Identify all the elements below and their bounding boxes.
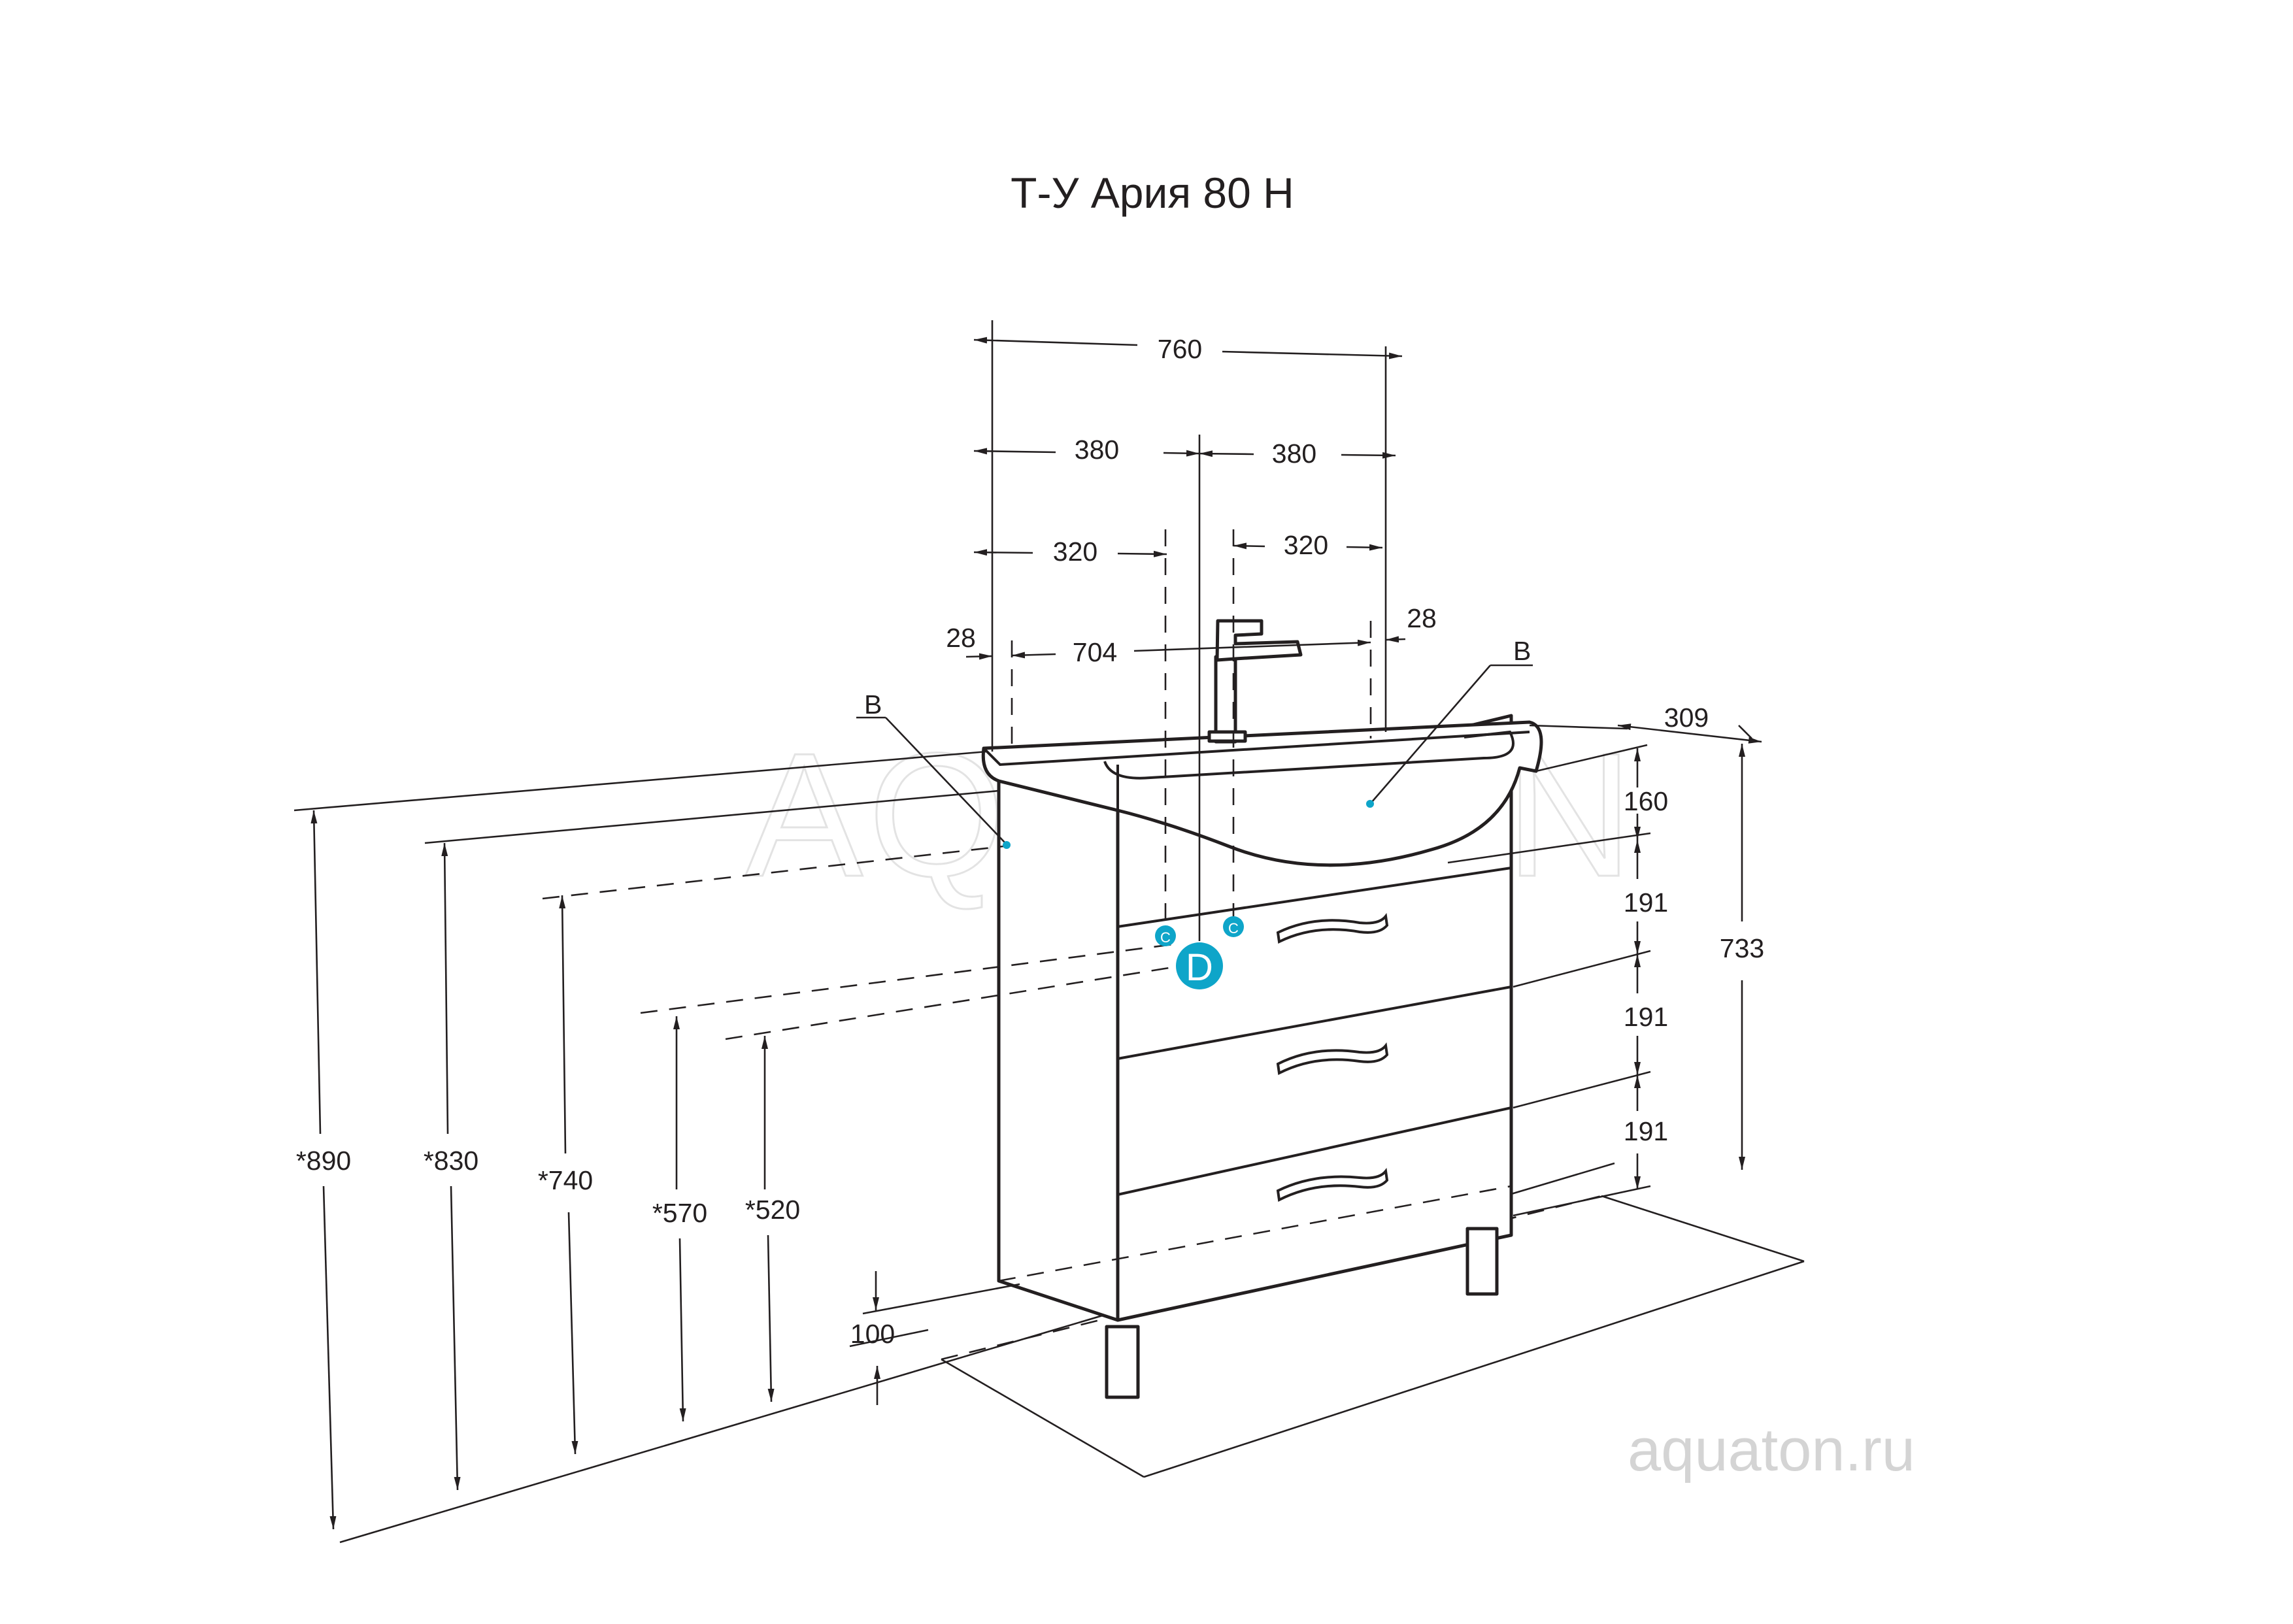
dim-cabinet-height: 733 [1720, 933, 1764, 963]
connection-markers: B B C C D [856, 636, 1533, 989]
marker-c-right: C [1228, 920, 1239, 936]
vanity-cabinet [997, 714, 1513, 1399]
dim-offset-right: 320 [1284, 530, 1328, 560]
dim-edge-right: 28 [1407, 603, 1437, 633]
dim-drawer-1: 191 [1624, 887, 1668, 918]
leg-back [1465, 1227, 1499, 1296]
right-height-dimensions: 160 191 191 191 733 [1447, 744, 1764, 1217]
depth-dimension: 309 [1529, 703, 1762, 744]
drawer-handle-bottom [1276, 1168, 1389, 1202]
dim-offset-left: 320 [1053, 537, 1097, 567]
dim-height-890: *890 [296, 1146, 351, 1176]
dim-height-570: *570 [652, 1198, 707, 1228]
watermark-url: aquaton.ru [1628, 1417, 1915, 1483]
marker-c-left: C [1160, 929, 1171, 946]
dim-height-520: *520 [745, 1195, 800, 1225]
width-dimensions: 760 380 380 320 320 704 28 28 [946, 320, 1437, 752]
dim-leg-height: 100 [850, 1319, 895, 1349]
dim-inner-width: 704 [1073, 637, 1117, 667]
dim-half-left: 380 [1075, 435, 1119, 465]
marker-c-right-dot [1223, 916, 1244, 937]
basin [981, 720, 1543, 867]
dim-width-total: 760 [1158, 334, 1202, 364]
dim-drawer-3: 191 [1624, 1116, 1668, 1146]
dim-drawer-2: 191 [1624, 1002, 1668, 1032]
dim-depth: 309 [1664, 703, 1709, 733]
drawing-title: Т-У Ария 80 Н [1011, 169, 1294, 217]
dim-height-830: *830 [424, 1146, 478, 1176]
marker-b-left: B [864, 689, 882, 720]
marker-c-left-dot [1155, 925, 1176, 946]
marker-d-dot [1176, 942, 1223, 989]
drawer-handle-top [1276, 913, 1389, 944]
dim-edge-left: 28 [946, 623, 976, 653]
marker-b-right: B [1513, 636, 1531, 666]
marker-d: D [1186, 946, 1213, 989]
dim-basin-height: 160 [1624, 786, 1668, 816]
drawer-handle-middle [1276, 1042, 1389, 1076]
left-height-dimensions: *890 *830 *740 *570 *520 100 [293, 750, 1174, 1530]
faucet-icon [1207, 619, 1303, 744]
dim-half-right: 380 [1272, 439, 1316, 469]
leg-front [1105, 1325, 1140, 1399]
dim-height-740: *740 [538, 1165, 593, 1195]
